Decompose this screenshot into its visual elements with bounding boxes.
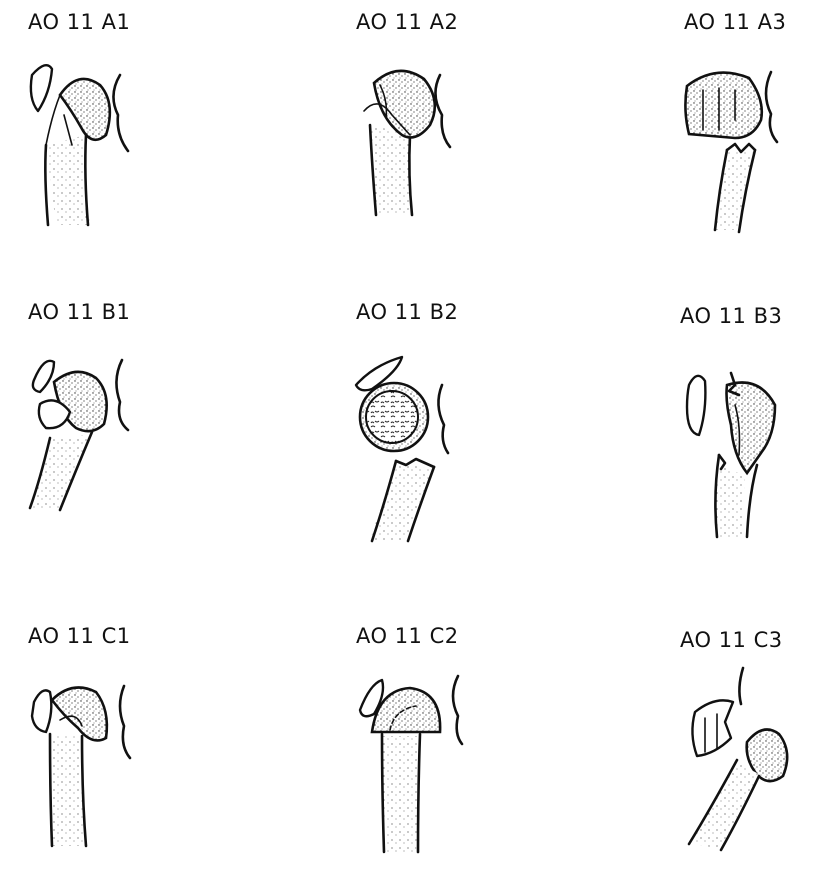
figure-a2: AO 11 A2 <box>270 0 520 270</box>
figure-label: AO 11 A1 <box>28 10 130 34</box>
figure-label: AO 11 A3 <box>684 10 786 34</box>
figure-label: AO 11 B1 <box>28 300 130 324</box>
figure-label: AO 11 B3 <box>680 304 782 328</box>
humerus-a3-illustration <box>675 60 814 240</box>
humerus-c3-illustration <box>675 668 814 853</box>
humerus-c1-illustration <box>20 676 160 856</box>
humerus-a1-illustration <box>20 55 160 235</box>
figure-c3: AO 11 C3 <box>540 610 790 880</box>
figure-a1: AO 11 A1 <box>0 0 250 270</box>
humerus-a2-illustration <box>350 55 490 235</box>
figure-b1: AO 11 B1 <box>0 290 250 560</box>
humerus-b1-illustration <box>20 350 160 530</box>
figure-label: AO 11 C3 <box>680 628 783 652</box>
humerus-b3-illustration <box>675 355 814 545</box>
humerus-b2-illustration <box>350 345 490 545</box>
figure-c2: AO 11 C2 <box>270 610 520 880</box>
figure-label: AO 11 A2 <box>356 10 458 34</box>
figure-b2: AO 11 B2 <box>270 290 520 560</box>
figure-label: AO 11 C1 <box>28 624 131 648</box>
figure-c1: AO 11 C1 <box>0 610 250 880</box>
figure-label: AO 11 B2 <box>356 300 458 324</box>
figure-label: AO 11 C2 <box>356 624 459 648</box>
humerus-c2-illustration <box>350 670 490 860</box>
figure-a3: AO 11 A3 <box>540 0 790 270</box>
figure-b3: AO 11 B3 <box>540 290 790 560</box>
